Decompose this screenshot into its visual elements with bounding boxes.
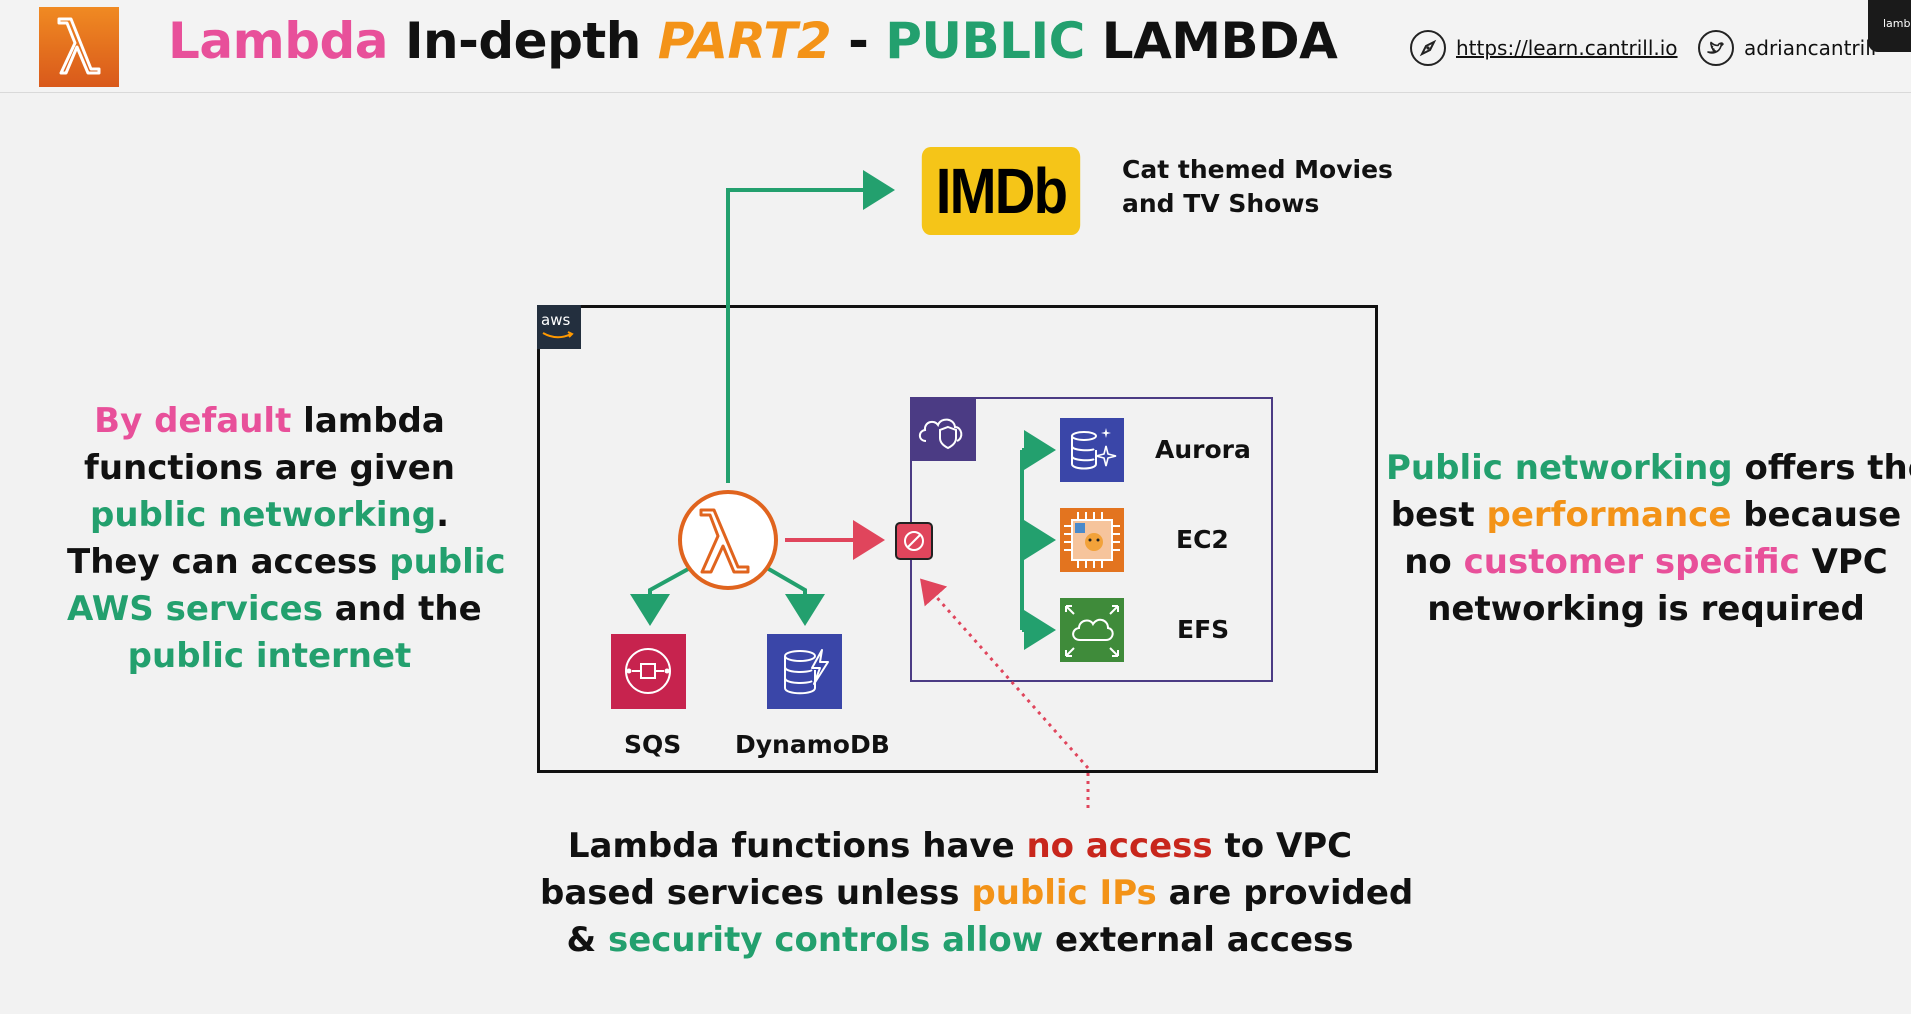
text-segment: best (1390, 495, 1487, 535)
lambda-icon (57, 17, 101, 75)
imdb-logo: IMDb (921, 147, 1081, 235)
blocked-icon (895, 522, 933, 560)
site-url[interactable]: https://learn.cantrill.io (1456, 36, 1678, 60)
lambda-to-imdb-arrow (726, 170, 895, 483)
title-lambda: Lambda (168, 12, 389, 70)
page-title: Lambda In-depth PART2 - PUBLIC LAMBDA (168, 12, 1338, 70)
sqs-icon (611, 634, 686, 709)
left-text-line: public internet (67, 633, 472, 680)
title-in-depth: In-depth (388, 12, 658, 70)
left-text-line: They can access public (67, 539, 506, 586)
compass-icon (1410, 30, 1446, 66)
text-segment: They can access (67, 542, 390, 582)
twitter-icon (1698, 30, 1734, 66)
text-segment: Lambda functions have (567, 826, 1027, 866)
aws-cloud-boundary (537, 305, 1378, 773)
text-segment: networking is required (1427, 589, 1865, 629)
text-segment: offers the (1732, 448, 1911, 488)
ec2-icon (1060, 508, 1124, 572)
blocked-callout-dotted-line (920, 578, 1090, 808)
title-dash: - (831, 12, 886, 70)
text-segment: customer specific (1463, 542, 1800, 582)
dynamodb-icon (767, 634, 842, 709)
bottom-text-line: Lambda functions have no access to VPC (540, 823, 1380, 870)
imdb-caption-line1: Cat themed Movies (1122, 155, 1393, 184)
corner-tab[interactable]: lamb (1868, 0, 1911, 52)
lambda-logo (39, 7, 119, 87)
text-segment: performance (1486, 495, 1732, 535)
text-segment: lambda (291, 401, 445, 441)
lambda-to-dynamodb-arrow (765, 566, 825, 626)
lambda-to-sqs-arrow (630, 566, 691, 626)
dynamodb-label: DynamoDB (735, 730, 890, 759)
text-segment: because (1731, 495, 1902, 535)
aws-tag-label: aws (541, 311, 571, 329)
left-text-line: By default lambda (67, 398, 472, 445)
right-text-line: no customer specific VPC (1386, 539, 1906, 586)
site-link[interactable]: https://learn.cantrill.io (1410, 28, 1678, 68)
lambda-function-icon (678, 490, 778, 590)
title-public: PUBLIC (885, 12, 1085, 70)
title-lambda-suffix: LAMBDA (1084, 12, 1338, 70)
text-segment: . (436, 495, 449, 535)
aurora-label: Aurora (1155, 435, 1251, 464)
left-text-line: functions are given (67, 445, 472, 492)
bottom-text-line: based services unless public IPs are pro… (540, 870, 1413, 917)
text-segment: no (1404, 542, 1464, 582)
text-segment: VPC (1799, 542, 1888, 582)
text-segment: based services unless (540, 873, 972, 913)
aws-smile (542, 331, 574, 339)
text-segment: and the (322, 589, 482, 629)
left-text-line: AWS services and the (67, 586, 482, 633)
text-segment: & (566, 920, 608, 960)
imdb-caption-line2: and TV Shows (1122, 189, 1320, 218)
bottom-text-line: & security controls allow external acces… (540, 917, 1380, 964)
header-bar: Lambda In-depth PART2 - PUBLIC LAMBDA ht… (0, 0, 1911, 93)
title-part2: PART2 (657, 12, 832, 70)
text-segment: functions are given (84, 448, 455, 488)
text-segment: are provided (1156, 873, 1414, 913)
twitter-link[interactable]: adriancantrill (1698, 28, 1876, 68)
left-text-line: public networking. (67, 492, 472, 539)
right-text-line: best performance because (1386, 492, 1906, 539)
vpc-shield-icon (910, 397, 976, 461)
text-segment: external access (1043, 920, 1354, 960)
right-text-line: Public networking offers the (1386, 445, 1911, 492)
text-segment: public (389, 542, 506, 582)
text-segment: to VPC (1212, 826, 1353, 866)
sqs-label: SQS (624, 730, 682, 759)
text-segment: security controls allow (607, 920, 1044, 960)
efs-icon (1060, 598, 1124, 662)
text-segment: public IPs (971, 873, 1157, 913)
aurora-icon (1060, 418, 1124, 482)
text-segment: By default (94, 401, 292, 441)
efs-label: EFS (1177, 615, 1230, 644)
text-segment: no access (1026, 826, 1213, 866)
ec2-label: EC2 (1176, 525, 1229, 554)
imdb-caption: Cat themed Movies and TV Shows (1122, 153, 1393, 221)
right-text-line: networking is required (1386, 586, 1906, 633)
text-segment: AWS services (67, 589, 323, 629)
text-segment: public networking (90, 495, 437, 535)
twitter-handle[interactable]: adriancantrill (1744, 36, 1877, 60)
text-segment: public internet (127, 636, 412, 676)
text-segment: Public networking (1386, 448, 1733, 488)
aws-logo: aws (537, 305, 581, 349)
